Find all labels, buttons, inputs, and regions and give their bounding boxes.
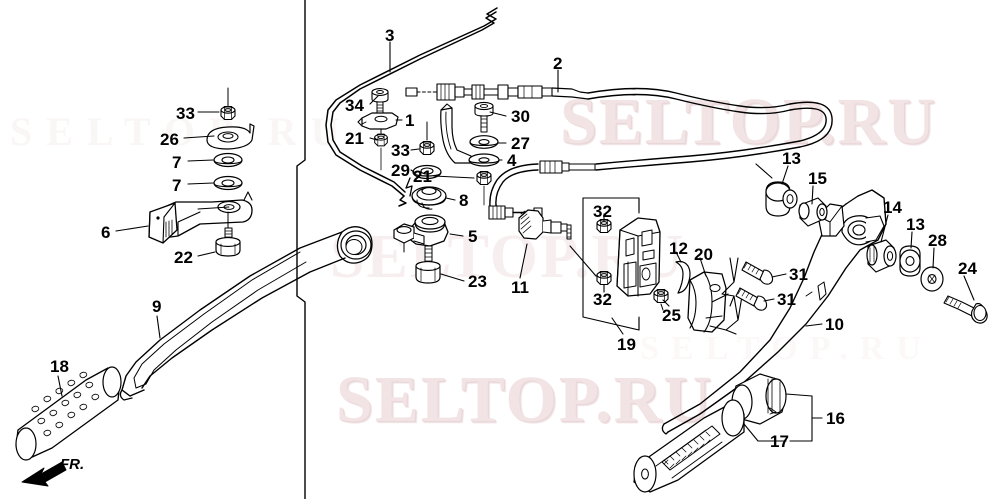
callout-4: 4: [507, 151, 517, 170]
cable-upper-adjuster-chain: [405, 83, 589, 101]
part-24-flange-bolt: [943, 295, 988, 324]
part-32-nut-lower: [596, 270, 612, 286]
part-6-rubber-stopper: [148, 202, 178, 244]
callout-24: 24: [958, 259, 977, 278]
callout-22: 22: [174, 248, 193, 267]
callout-32-b: 32: [593, 290, 612, 309]
part-3-brake-rod: [325, 7, 498, 207]
callout-12: 12: [669, 239, 688, 258]
callout-34: 34: [345, 96, 364, 115]
part-33-lock-nut: [419, 140, 435, 156]
part-30-flange-bolt-short: [474, 101, 494, 133]
fr-direction-arrow: [21, 461, 67, 487]
callout-16: 16: [826, 409, 845, 428]
part-8-return-spring: [405, 177, 447, 210]
part-15-spacer-sleeve: [798, 197, 828, 227]
part-13-bushing-right: [899, 245, 921, 277]
part-4-washer-plate: [468, 153, 500, 167]
part-9-left-pedal-arm: [119, 226, 373, 401]
callout-18: 18: [50, 357, 69, 376]
fr-orientation-label: FR.: [60, 456, 85, 473]
callout-13-a: 13: [782, 149, 801, 168]
callout-33-b: 33: [391, 141, 410, 160]
part-23-joint-bolt: [415, 245, 441, 284]
callout-19: 19: [617, 335, 636, 354]
callout-33-a: 33: [176, 104, 195, 123]
callout-7-a: 7: [172, 153, 182, 172]
callout-13-b: 13: [906, 215, 925, 234]
callout-10: 10: [825, 315, 844, 334]
callout-6: 6: [101, 223, 111, 242]
part-20-cylinder-cover: [687, 271, 727, 333]
part-14-collar: [866, 239, 897, 273]
cable-ferrule-mid: [539, 160, 596, 174]
callout-29: 29: [391, 161, 410, 180]
part-25-nut: [653, 288, 669, 304]
part-29-spring-seat: [412, 164, 442, 180]
upper-bracket-group: [357, 88, 447, 210]
callout-8: 8: [459, 191, 469, 210]
leader-lines: [57, 41, 975, 442]
callout-23: 23: [468, 272, 487, 291]
part-10-right-brake-pedal: [661, 189, 887, 435]
callout-31-a: 31: [789, 265, 808, 284]
part-arm-lever: [440, 103, 472, 164]
part-11-brake-light-switch: [518, 209, 572, 240]
callout-9: 9: [152, 297, 162, 316]
callout-21-a: 21: [345, 129, 364, 148]
part-17-footpeg-rubber: [633, 399, 745, 493]
callout-3: 3: [385, 26, 395, 45]
callout-26: 26: [160, 130, 179, 149]
callout-31-b: 31: [777, 290, 796, 309]
part-7-washer-lower: [213, 175, 243, 191]
left-pivot-stack: [148, 87, 255, 257]
panel-divider: [296, 0, 306, 499]
part-22-pivot-bolt: [215, 227, 241, 257]
callout-5: 5: [468, 227, 478, 246]
part-31-screw-b: [735, 287, 768, 311]
part-1-cable-stay-bracket: [357, 112, 399, 130]
part-18-pedal-grip-rubber: [15, 366, 122, 461]
part-26-cam-plate: [206, 123, 255, 150]
part-21-nut-b: [476, 170, 492, 186]
callout-21-b: 21: [413, 167, 432, 186]
callout-7-b: 7: [172, 176, 182, 195]
callout-30: 30: [511, 107, 530, 126]
callout-25: 25: [662, 306, 681, 325]
part-28-washer-flat: [920, 266, 944, 292]
callout-2: 2: [553, 54, 563, 73]
part-13-bushing-left: [765, 181, 798, 217]
arm-bracket-group: [440, 101, 500, 206]
callout-20: 20: [694, 245, 713, 264]
callout-27: 27: [511, 134, 530, 153]
part-12-clip: [675, 260, 691, 294]
callout-32-a: 32: [593, 202, 612, 221]
callout-11: 11: [511, 278, 529, 297]
part-31-screw-a: [741, 261, 774, 285]
part-7-washer-upper: [213, 152, 243, 168]
part-16-footpeg-assembly: [731, 373, 787, 425]
callout-14: 14: [883, 198, 902, 217]
callout-15: 15: [808, 169, 827, 188]
callout-1: 1: [405, 111, 415, 130]
part-31-screws: [709, 257, 774, 335]
master-cylinder-body: [616, 217, 661, 297]
part-2-rear-brake-cable: [405, 83, 833, 220]
callout-28: 28: [928, 231, 947, 250]
part-34-flange-bolt: [371, 88, 389, 115]
part-5-pivot-joint: [393, 214, 449, 253]
callout-17: 17: [770, 432, 789, 451]
part-27-washer-large: [469, 135, 499, 149]
part-19-master-cylinder-group: [582, 197, 727, 333]
